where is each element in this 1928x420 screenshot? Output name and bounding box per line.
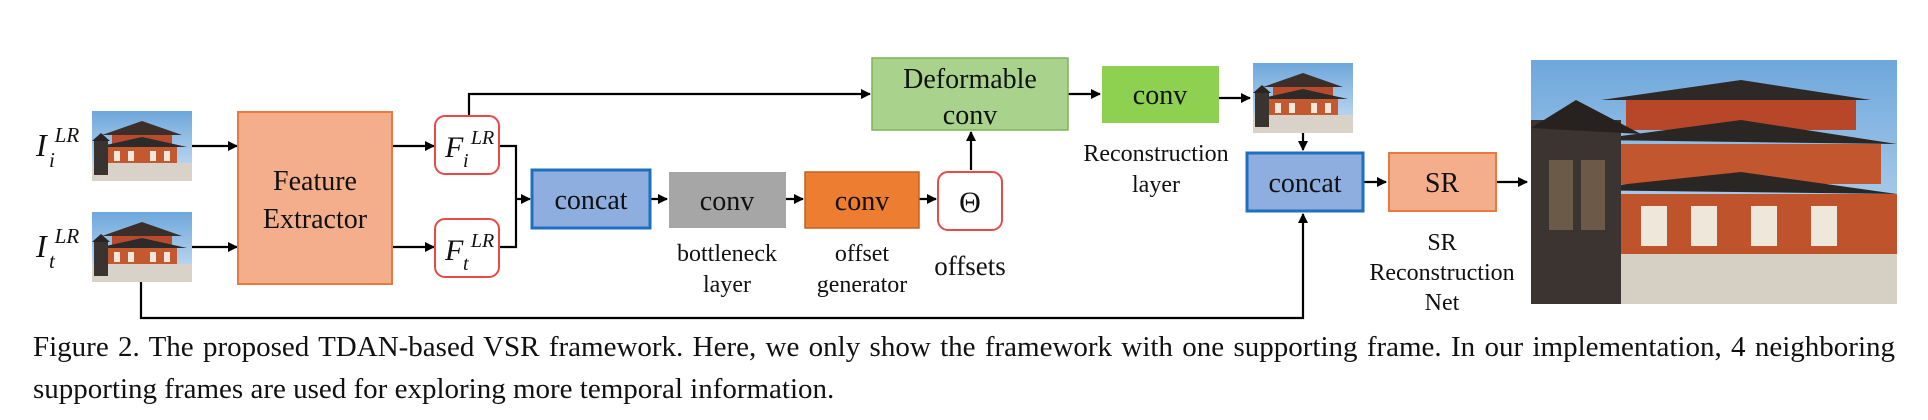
deformable-line2: conv (943, 100, 997, 131)
line-ft-to-concat (500, 199, 518, 249)
deformable-conv-block: Deformable conv (871, 57, 1069, 131)
aligned-frame-thumbnail (1253, 63, 1353, 133)
figure-caption: Figure 2. The proposed TDAN-based VSR fr… (33, 331, 1895, 405)
feature-extractor-line2: Extractor (263, 204, 368, 235)
svg-text:F LR: F LR (444, 230, 494, 267)
offsets-caption: offsets (934, 251, 1006, 281)
line-fi-to-deformable (467, 89, 871, 116)
sr-caption-1: SR (1427, 230, 1456, 256)
reconstruction-caption-2: layer (1132, 172, 1180, 198)
input-sup-base: I (35, 228, 48, 264)
offset-generator-caption-2: generator (817, 272, 908, 298)
feature-sup-sup: LR (470, 230, 494, 252)
feature-ref-box: F LR i (434, 115, 500, 175)
feature-extractor-block: Feature Extractor (237, 111, 393, 285)
input-ref-sup: LR (54, 123, 80, 147)
line-fi-to-concat (500, 144, 518, 199)
svg-text:I LR: I LR (35, 224, 79, 264)
sr-caption-3: Net (1425, 290, 1460, 316)
reconstruction-label: conv (1133, 80, 1187, 111)
feature-ref-sub: i (463, 150, 469, 172)
sr-caption-2: Reconstruction (1369, 260, 1514, 286)
concat-1-label: concat (554, 185, 627, 216)
feature-sup-box: F LR t (434, 218, 500, 278)
concat-block-2: concat (1245, 151, 1365, 213)
sr-label: SR (1425, 168, 1460, 199)
ref-frame-thumbnail (92, 111, 192, 181)
offset-generator-block: conv offset generator (804, 171, 920, 298)
bottleneck-block: conv bottleneck layer (669, 172, 786, 298)
input-sup-sub: t (49, 249, 56, 273)
offsets-block: Θ offsets (934, 171, 1006, 281)
svg-text:I LR: I LR (35, 123, 79, 163)
input-sup-sup: LR (54, 224, 80, 248)
sr-block: SR SR Reconstruction Net (1369, 152, 1515, 316)
deformable-line1: Deformable (903, 64, 1037, 95)
input-ref-label: I LR i (35, 123, 79, 172)
hr-output-image (1531, 60, 1897, 304)
bottleneck-caption-2: layer (703, 272, 751, 298)
bottleneck-label: conv (700, 186, 754, 217)
feature-ref-base: F (444, 131, 464, 164)
input-ref-sub: i (49, 148, 55, 172)
bottleneck-caption-1: bottleneck (677, 241, 777, 267)
svg-text:F LR: F LR (444, 127, 494, 164)
concat-block-1: concat (530, 168, 652, 230)
feature-sup-base: F (444, 234, 464, 267)
offset-generator-caption-1: offset (835, 241, 890, 267)
tdan-framework-diagram: I LR i I LR t Feature Extractor F LR i F (35, 57, 1897, 320)
connectors (139, 89, 1528, 320)
feature-extractor-line1: Feature (273, 166, 357, 197)
input-sup-label: I LR t (35, 224, 79, 273)
theta-icon: Θ (959, 186, 981, 219)
feature-ref-sup: LR (470, 127, 494, 149)
skip-line-sup-to-concat2 (139, 213, 1308, 320)
input-ref-base: I (35, 127, 48, 163)
offset-generator-label: conv (835, 186, 889, 217)
reconstruction-block: conv Reconstruction layer (1083, 66, 1229, 198)
feature-sup-sub: t (463, 253, 469, 275)
concat-2-label: concat (1268, 168, 1341, 199)
sup-frame-thumbnail (92, 212, 192, 282)
reconstruction-caption-1: Reconstruction (1083, 141, 1228, 167)
